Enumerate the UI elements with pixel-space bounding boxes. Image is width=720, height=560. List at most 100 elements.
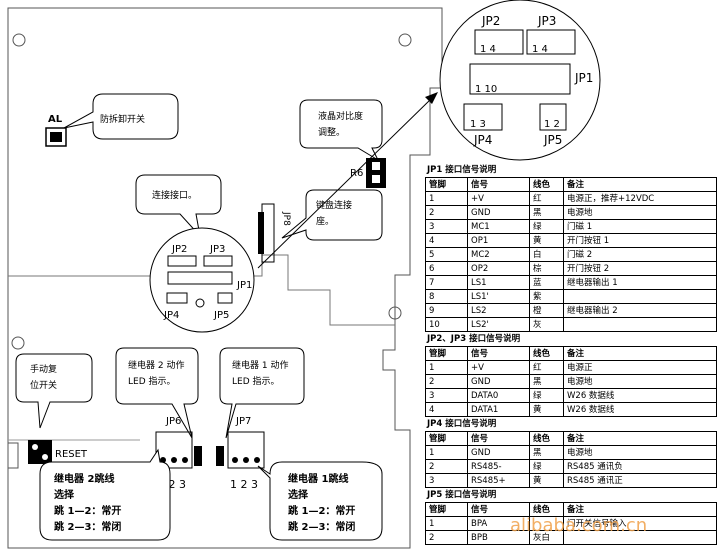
label-jp7: JP7 bbox=[235, 416, 251, 427]
callout-brightness-2: 调整。 bbox=[318, 126, 345, 138]
table-cell: 紫 bbox=[529, 289, 564, 304]
table-cell: 继电器输出 2 bbox=[563, 303, 717, 318]
relay1-jumper-line-1: 继电器 1跳线 bbox=[288, 472, 348, 485]
table-cell: LS2' bbox=[467, 317, 530, 332]
table-cell: OP2 bbox=[467, 261, 530, 276]
callout-bubble bbox=[135, 174, 222, 238]
table-cell: +V bbox=[467, 360, 530, 375]
zoom-jp4: JP4 bbox=[473, 133, 492, 147]
callout-bubble bbox=[281, 189, 383, 241]
table-cell: 绿 bbox=[529, 459, 564, 474]
callout-reset-1: 手动复 bbox=[30, 363, 57, 375]
callout-keypad-1: 键盘连接 bbox=[316, 199, 352, 211]
table-cell: 棕 bbox=[529, 261, 564, 276]
table-cell: LS1' bbox=[467, 289, 530, 304]
mount-hole bbox=[388, 306, 402, 320]
table-header-row: 管脚信号 线色备注 bbox=[425, 502, 717, 517]
label-jp6: JP6 bbox=[165, 416, 181, 427]
callout-bubble bbox=[39, 448, 171, 541]
tamper-switch bbox=[45, 127, 67, 147]
table-header-row: 管脚信号 线色备注 bbox=[425, 431, 717, 446]
table-cell: 黄 bbox=[529, 402, 564, 417]
relay1-jumper-line-4: 跳 2—3：常闭 bbox=[288, 520, 355, 533]
table-cell: 红 bbox=[529, 191, 564, 206]
callout-brightness-1: 液晶对比度 bbox=[318, 110, 363, 122]
zoom-jp1: JP1 bbox=[574, 71, 593, 85]
table-cell: DATA0 bbox=[467, 388, 530, 403]
jp7-pin-numbers: 1 2 3 bbox=[230, 478, 258, 491]
table-cell: 灰 bbox=[529, 317, 564, 332]
table-cell: RS485 通讯负 bbox=[563, 459, 717, 474]
jp23-table-title: JP2、JP3 接口信号说明 bbox=[427, 334, 521, 344]
label-r6: R6 bbox=[350, 168, 363, 179]
zoom-jp2-pins: 1 4 bbox=[480, 44, 496, 55]
jp7-terminal bbox=[227, 431, 265, 469]
table-cell: LS1 bbox=[467, 275, 530, 290]
table-cell: 7 bbox=[425, 275, 468, 290]
connector-zoom-large bbox=[439, 0, 601, 161]
table-cell: W26 数据线 bbox=[563, 388, 717, 403]
relay2-led bbox=[194, 446, 202, 466]
table-cell: 黑 bbox=[529, 445, 564, 460]
table-cell: GND bbox=[467, 445, 530, 460]
watermark: alibaba.com.cn bbox=[510, 515, 648, 536]
zoom-arrow bbox=[257, 97, 433, 269]
table-cell: RS485 通讯正 bbox=[563, 473, 717, 488]
jp5-table-title: JP5 接口信号说明 bbox=[427, 490, 497, 500]
table-cell: 绿 bbox=[529, 219, 564, 234]
table-cell: 蓝 bbox=[529, 275, 564, 290]
mount-hole bbox=[12, 33, 26, 47]
table-cell: 3 bbox=[425, 219, 468, 234]
callout-reset-2: 位开关 bbox=[30, 379, 57, 391]
mount-hole bbox=[11, 336, 25, 350]
callout-bubble bbox=[115, 347, 199, 439]
table-cell bbox=[563, 530, 717, 545]
table-cell: LS2 bbox=[467, 303, 530, 318]
callout-bubble bbox=[299, 99, 383, 162]
relay1-jumper-line-2: 选择 bbox=[288, 488, 309, 501]
table-cell: 1 bbox=[425, 516, 468, 531]
callout-relay2-led-1: 继电器 2 动作 bbox=[128, 359, 184, 371]
relay2-jumper-line-3: 跳 1—2：常开 bbox=[54, 504, 121, 517]
callout-bubble bbox=[15, 353, 93, 429]
label-jp2-small: JP2 bbox=[171, 244, 187, 255]
connector-zoom-small bbox=[149, 227, 255, 333]
table-header-row: 管脚信号 线色备注 bbox=[425, 346, 717, 361]
label-jp3-small: JP3 bbox=[209, 244, 225, 255]
table-cell: 9 bbox=[425, 303, 468, 318]
zoom-jp3: JP3 bbox=[537, 14, 556, 28]
table-cell: 4 bbox=[425, 402, 468, 417]
table-cell: DATA1 bbox=[467, 402, 530, 417]
jp4-table-title: JP4 接口信号说明 bbox=[427, 419, 497, 429]
table-cell bbox=[563, 317, 717, 332]
table-cell: 门磁 1 bbox=[563, 219, 717, 234]
callout-bubble bbox=[63, 93, 179, 140]
table-cell: +V bbox=[467, 191, 530, 206]
table-cell: GND bbox=[467, 205, 530, 220]
zoom-jp4-pins: 1 3 bbox=[470, 119, 486, 130]
table-cell: 黑 bbox=[529, 374, 564, 389]
table-cell: 1 bbox=[425, 191, 468, 206]
callout-bubble bbox=[219, 347, 305, 439]
zoom-jp5: JP5 bbox=[543, 133, 562, 147]
table-cell: 黄 bbox=[529, 233, 564, 248]
relay2-jumper-line-4: 跳 2—3：常闭 bbox=[54, 520, 121, 533]
table-cell: 白 bbox=[529, 247, 564, 262]
table-cell: 门磁 2 bbox=[563, 247, 717, 262]
